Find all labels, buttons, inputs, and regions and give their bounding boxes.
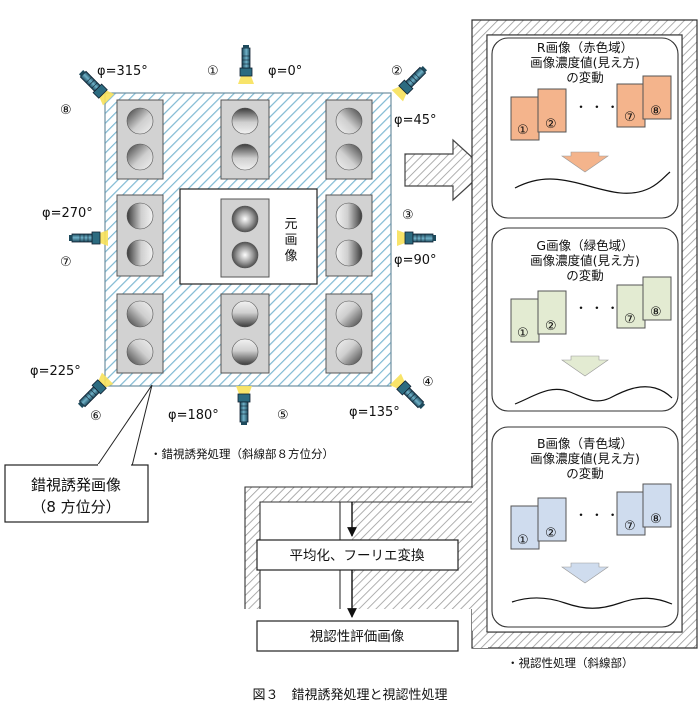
callout-pointer — [96, 384, 153, 467]
angle-label-315: φ=315° — [97, 64, 148, 79]
g-stack-2: ② — [545, 319, 557, 334]
angle-number-5: ⑤ — [277, 408, 289, 423]
channel-g-title: G画像（緑色域） — [536, 238, 633, 253]
b-ellipsis: ・ ・ ・ — [575, 508, 619, 522]
angle-number-1: ① — [207, 64, 219, 79]
illusion-processing-note: ・錯視誘発処理（斜線部８方位分） — [150, 447, 334, 461]
angle-number-3: ③ — [402, 208, 414, 223]
illusion-image-label-2: （8 方位分） — [31, 498, 120, 516]
angle-number-2: ② — [391, 64, 403, 79]
angle-label-270: φ=270° — [42, 206, 93, 221]
angle-number-7: ⑦ — [60, 255, 72, 270]
illusion-image-label-1: 錯視誘発画像 — [31, 476, 121, 494]
channel-r-title: R画像（赤色域） — [537, 40, 633, 55]
illusion-image-callout — [4, 464, 149, 523]
channel-r-line3: の変動 — [566, 70, 604, 85]
angle-number-6: ⑥ — [90, 409, 102, 424]
angle-label-45: φ=45° — [394, 113, 437, 128]
flashlight-90-icon — [396, 229, 437, 247]
angle-label-90: φ=90° — [394, 253, 437, 268]
r-ellipsis: ・ ・ ・ — [575, 100, 619, 114]
r-stack-7: ⑦ — [624, 110, 636, 125]
original-image-label-2: 画 — [284, 233, 297, 248]
flashlight-180-icon — [235, 385, 253, 426]
angle-number-4: ④ — [422, 375, 434, 390]
g-stack-1: ① — [517, 326, 529, 341]
result-box — [256, 620, 459, 652]
angle-label-135: φ=135° — [349, 405, 400, 420]
angle-label-225: φ=225° — [30, 364, 81, 379]
r-stack-8: ⑧ — [650, 104, 662, 119]
b-stack-1: ① — [517, 533, 529, 548]
tile-90 — [325, 194, 373, 277]
channel-g-line2: 画像濃度値(見え方) — [530, 253, 640, 268]
channel-b-line3: の変動 — [566, 466, 604, 481]
original-image-label-1: 元 — [284, 217, 297, 232]
visibility-processing-note: ・視認性処理（斜線部） — [507, 656, 634, 670]
angle-label-0: φ=0° — [268, 64, 302, 79]
big-arrow — [404, 138, 487, 202]
process-box-label: 平均化、フーリエ変換 — [290, 547, 425, 564]
original-image-label-3: 像 — [284, 249, 297, 264]
g-stack-8: ⑧ — [650, 305, 662, 320]
b-stack-7: ⑦ — [624, 519, 636, 534]
channel-panel-b: B画像（青色域） 画像濃度値(見え方) の変動 ① ② ⑦ ⑧ ・ ・ ・ — [491, 426, 679, 628]
angle-number-8: ⑧ — [60, 103, 72, 118]
flashlight-0-icon — [237, 44, 255, 85]
g-stack-7: ⑦ — [624, 312, 636, 327]
flashlight-270-icon — [68, 229, 109, 247]
tile-0 — [220, 99, 270, 180]
process-box — [256, 539, 459, 571]
tile-135 — [325, 293, 373, 374]
b-stack-8: ⑧ — [650, 512, 662, 527]
channel-panel-g: G画像（緑色域） 画像濃度値(見え方) の変動 ① ② ⑦ ⑧ ・ ・ ・ — [491, 227, 679, 412]
tile-315 — [116, 99, 164, 180]
r-stack-2: ② — [545, 117, 557, 132]
tile-225 — [116, 293, 164, 374]
channel-g-line3: の変動 — [566, 268, 604, 283]
tile-180 — [220, 293, 270, 374]
tile-270 — [116, 194, 164, 277]
tile-original — [220, 198, 270, 278]
angle-label-180: φ=180° — [168, 408, 219, 423]
b-stack-2: ② — [545, 526, 557, 541]
channel-panel-r: R画像（赤色域） 画像濃度値(見え方) の変動 ① ② ⑦ ⑧ ・ ・ ・ — [491, 37, 679, 219]
channel-r-line2: 画像濃度値(見え方) — [530, 55, 640, 70]
tile-45 — [325, 99, 373, 180]
channel-b-line2: 画像濃度値(見え方) — [530, 451, 640, 466]
g-ellipsis: ・ ・ ・ — [575, 301, 619, 315]
channel-b-title: B画像（青色域） — [537, 436, 633, 451]
r-stack-1: ① — [517, 123, 529, 138]
figure-caption: 図３ 錯視誘発処理と視認性処理 — [252, 687, 447, 703]
result-box-label: 視認性評価画像 — [310, 629, 405, 645]
